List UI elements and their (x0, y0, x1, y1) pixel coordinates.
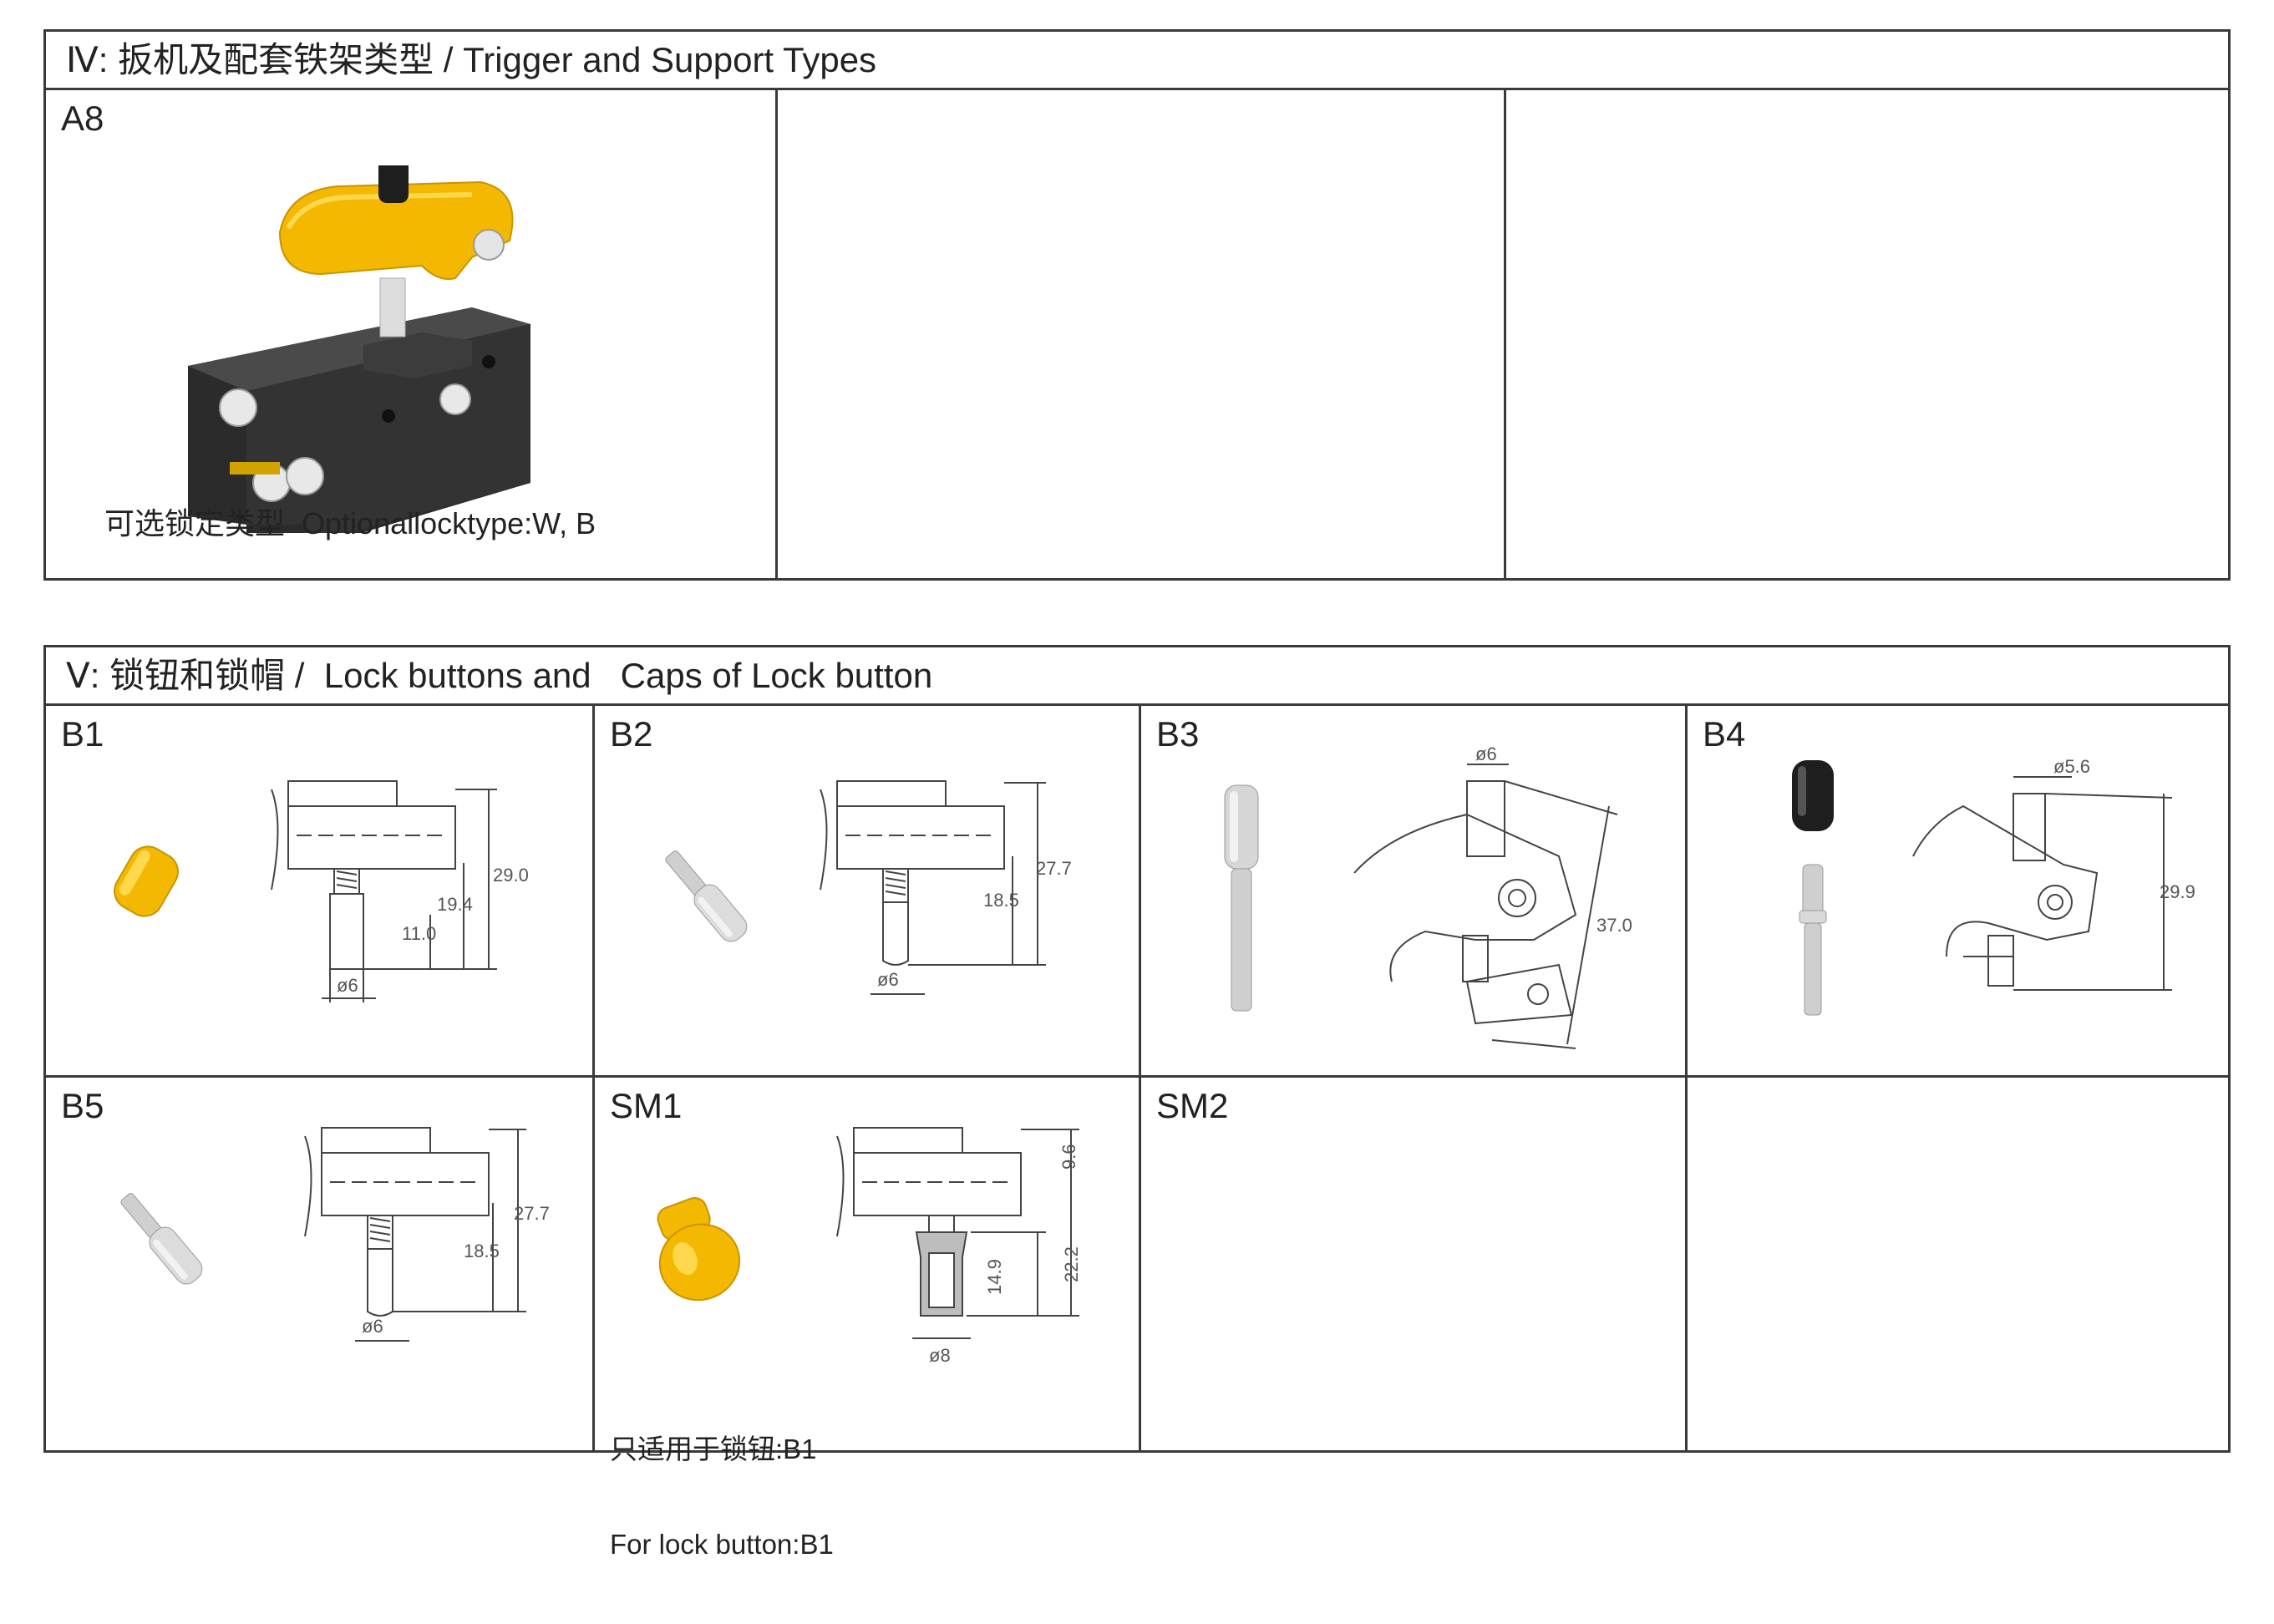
dimension-label: ø6 (362, 1316, 383, 1337)
empty-cell (1506, 90, 2228, 581)
cell-label: B2 (610, 714, 653, 754)
empty-cell (1688, 1078, 2228, 1450)
section-header-trigger: Ⅳ: 扳机及配套铁架类型 / Trigger and Support Types (46, 32, 2228, 90)
dimension-label: 18.5 (983, 890, 1019, 911)
divider (1139, 706, 1141, 1453)
cell-b1: B1 29.0 (46, 706, 592, 1075)
lock-type-note: 可选锁定类型 Optionallocktype:W, B (104, 500, 596, 543)
empty-cell (778, 90, 1504, 581)
cell-label: B4 (1703, 714, 1746, 754)
black-cap-and-pin-illustration (1792, 760, 1834, 1016)
note-en: Optionallocktype:W, B (302, 506, 596, 540)
cell-b4: B4 ø5.6 29.9 (1688, 706, 2228, 1075)
dimension-label: 27.7 (514, 1203, 550, 1224)
cell-label: B1 (61, 714, 104, 754)
dimension-label: ø5.6 (2053, 756, 2090, 777)
dimension-label: 11.0 (402, 923, 436, 944)
dimension-label: 29.0 (493, 865, 529, 886)
long-pin-illustration (1224, 784, 1259, 1012)
cell-a8: A8 可选锁定类型 Optionallocktype:W, B (46, 90, 775, 581)
section-header-lock-buttons: Ⅴ: 锁钮和锁帽 / Lock buttons and Caps of Lock… (46, 647, 2228, 706)
sm1-drawing: 9.6 22.2 14.9 ø8 (836, 1127, 1082, 1366)
yellow-cap-illustration (114, 845, 179, 917)
dimension-label: 18.5 (464, 1241, 500, 1261)
dimension-label: ø8 (929, 1345, 951, 1366)
divider (592, 706, 595, 1453)
dimension-label: 14.9 (984, 1259, 1005, 1295)
metal-pin-illustration (665, 850, 748, 942)
cell-b3: B3 ø6 37.0 (1141, 706, 1685, 1075)
cell-label: B5 (61, 1086, 104, 1125)
cell-label: A8 (61, 99, 104, 138)
b2-drawing: 27.7 18.5 ø6 (820, 780, 1072, 995)
yellow-cap-illustration (657, 1197, 741, 1302)
dimension-label: 22.2 (1061, 1246, 1082, 1282)
divider (46, 1075, 2228, 1078)
cell-b2: B2 27.7 18.5 (595, 706, 1139, 1075)
cell-label: B3 (1156, 714, 1200, 754)
dimension-label: 37.0 (1596, 915, 1632, 936)
dimension-label: ø6 (877, 969, 899, 990)
b1-drawing: 29.0 19.4 11.0 ø6 (271, 780, 529, 1002)
dimension-label: 9.6 (1058, 1144, 1079, 1170)
dimension-label: ø6 (1475, 743, 1497, 764)
divider (1685, 706, 1688, 1453)
dimension-label: ø6 (337, 975, 358, 996)
dimension-label: 19.4 (437, 894, 473, 915)
dimension-label: 27.7 (1036, 858, 1072, 879)
b5-drawing: 27.7 18.5 ø6 (304, 1127, 550, 1342)
note-line: For lock button:B1 (610, 1529, 834, 1560)
dimension-label: 29.9 (2160, 881, 2195, 902)
note-line: 只适用于锁钮:B1 (610, 1434, 817, 1464)
trigger-switch-illustration (188, 165, 530, 533)
cell-label: SM2 (1156, 1086, 1229, 1125)
cell-sm2: SM2 (1141, 1078, 1685, 1450)
b4-drawing: ø5.6 29.9 (1912, 756, 2195, 991)
b3-drawing: ø6 37.0 (1353, 743, 1632, 1049)
cell-b5: B5 27.7 18.5 (46, 1078, 592, 1450)
divider (775, 90, 778, 581)
sm1-note: 只适用于锁钮:B1 For lock button:B1 (610, 1370, 834, 1624)
cell-label: SM1 (610, 1086, 683, 1125)
metal-pin-illustration (120, 1193, 203, 1285)
lock-buttons-section: Ⅴ: 锁钮和锁帽 / Lock buttons and Caps of Lock… (43, 645, 2231, 1560)
divider (1504, 90, 1506, 581)
trigger-support-section: Ⅳ: 扳机及配套铁架类型 / Trigger and Support Types… (43, 29, 2231, 581)
note-cn: 可选锁定类型 (104, 506, 286, 540)
cell-sm1: SM1 9.6 22 (595, 1078, 1139, 1560)
